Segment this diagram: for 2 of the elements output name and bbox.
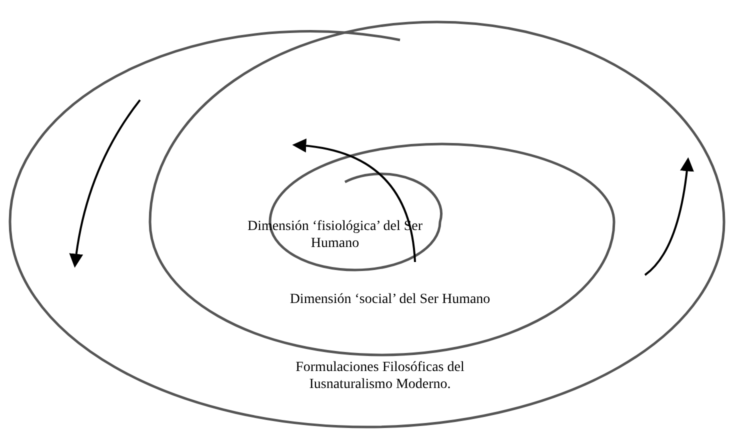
spiral-label: Dimensión ‘social’ del Ser Humano [288, 291, 492, 308]
spiral-label: Formulaciones Filosóficas del Iusnaturalismo Moderno. [294, 359, 466, 393]
